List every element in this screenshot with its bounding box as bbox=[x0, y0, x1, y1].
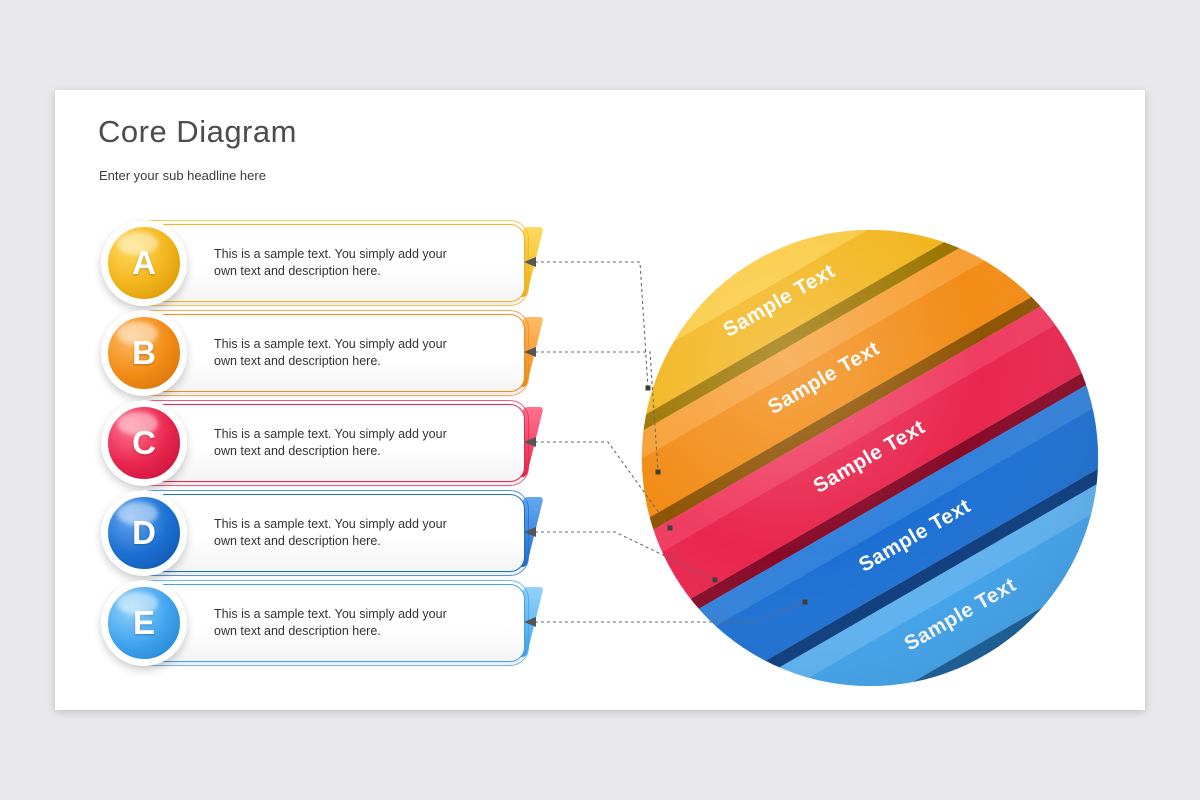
item-badge[interactable]: C bbox=[101, 400, 187, 486]
item-badge[interactable]: B bbox=[101, 310, 187, 396]
item-letter: D bbox=[132, 514, 156, 551]
connector-line-a bbox=[535, 261, 649, 389]
item-row-e: This is a sample text. You simply add yo… bbox=[101, 580, 544, 666]
item-letter: B bbox=[132, 334, 156, 371]
sphere-gloss bbox=[641, 229, 1099, 687]
item-badge[interactable]: E bbox=[101, 580, 187, 666]
page-subtitle: Enter your sub headline here bbox=[99, 168, 266, 183]
item-row-c: This is a sample text. You simply add yo… bbox=[101, 400, 544, 486]
item-letter: C bbox=[132, 424, 156, 461]
item-description: This is a sample text. You simply add yo… bbox=[214, 247, 447, 278]
item-description: This is a sample text. You simply add yo… bbox=[214, 337, 447, 368]
item-card[interactable]: This is a sample text. You simply add yo… bbox=[123, 580, 529, 666]
core-sphere-diagram: Sample Text Sample Text Sample Text bbox=[641, 229, 1099, 687]
item-description: This is a sample text. You simply add yo… bbox=[214, 517, 447, 548]
item-letter: A bbox=[132, 244, 156, 281]
item-row-a: This is a sample text. You simply add yo… bbox=[101, 220, 544, 306]
item-description: This is a sample text. You simply add yo… bbox=[214, 607, 447, 638]
page-title: Core Diagram bbox=[98, 114, 297, 149]
item-row-b: This is a sample text. You simply add yo… bbox=[101, 310, 544, 396]
item-letter: E bbox=[132, 604, 155, 641]
item-description: This is a sample text. You simply add yo… bbox=[214, 427, 447, 458]
item-badge[interactable]: D bbox=[101, 490, 187, 576]
item-row-d: This is a sample text. You simply add yo… bbox=[101, 490, 544, 576]
item-badge[interactable]: A bbox=[101, 220, 187, 306]
slide: Core Diagram Enter your sub headline her… bbox=[55, 90, 1145, 710]
item-card[interactable]: This is a sample text. You simply add yo… bbox=[123, 490, 529, 576]
